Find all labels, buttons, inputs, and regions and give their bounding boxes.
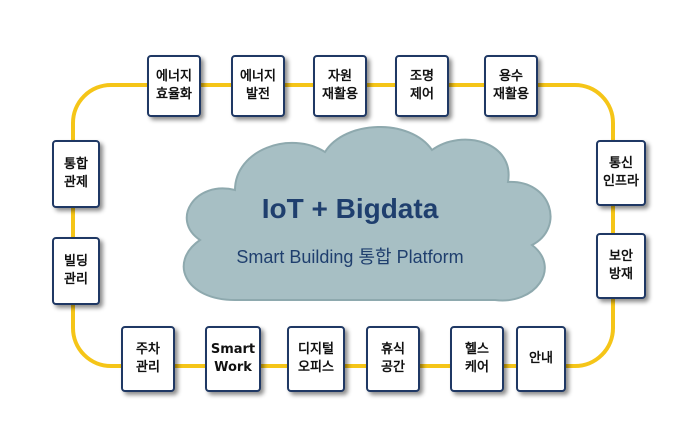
node-label-line2: Work (214, 360, 252, 375)
node-label-line2: 관제 (64, 175, 88, 190)
node-rest-space: 휴식 공간 (366, 326, 420, 392)
node-label-line1: 안내 (529, 351, 553, 366)
node-health-care: 헬스 케어 (450, 326, 504, 392)
cloud-title: IoT + Bigdata (261, 193, 439, 224)
node-label-line1: 헬스 (465, 342, 489, 357)
node-label-line1: 에너지 (156, 69, 192, 84)
node-label-line1: 통합 (64, 157, 88, 172)
node-lighting-control: 조명 제어 (395, 55, 449, 117)
node-label-line1: 빌딩 (64, 254, 88, 269)
node-parking-management: 주차 관리 (121, 326, 175, 392)
node-label-line2: 관리 (136, 360, 160, 375)
node-label-line2: 관리 (64, 272, 88, 287)
node-label-line2: 인프라 (603, 174, 639, 189)
node-label-line1: 자원 (328, 69, 352, 84)
node-resource-recycling: 자원 재활용 (313, 55, 367, 117)
node-water-recycling: 용수 재활용 (484, 55, 538, 117)
node-building-management: 빌딩 관리 (52, 237, 100, 305)
node-label-line2: 공간 (381, 360, 405, 375)
node-energy-efficiency: 에너지 효율화 (147, 55, 201, 117)
node-label-line1: 휴식 (381, 342, 405, 357)
node-label-line1: 보안 (609, 249, 633, 264)
node-label-line1: 에너지 (240, 69, 276, 84)
node-label-line1: 디지털 (298, 342, 334, 357)
node-label-line2: 효율화 (156, 87, 192, 102)
node-energy-generation: 에너지 발전 (231, 55, 285, 117)
node-label-line2: 제어 (410, 87, 434, 102)
node-label-line2: 재활용 (322, 87, 358, 102)
node-label-line1: 조명 (410, 69, 434, 84)
node-label-line2: 오피스 (298, 360, 334, 375)
node-label-line1: Smart (210, 342, 256, 357)
node-smart-work: Smart Work (205, 326, 261, 392)
node-label-line1: 통신 (609, 156, 633, 171)
node-integrated-control: 통합 관제 (52, 140, 100, 208)
node-label-line2: 케어 (465, 360, 489, 375)
node-label-line2: 방재 (609, 267, 633, 282)
node-label-line1: 용수 (499, 69, 523, 84)
node-guidance: 안내 (516, 326, 566, 392)
node-digital-office: 디지털 오피스 (287, 326, 345, 392)
node-label-line2: 발전 (246, 87, 270, 102)
node-security-disaster: 보안 방재 (596, 233, 646, 299)
node-label-line2: 재활용 (493, 87, 529, 102)
cloud-subtitle: Smart Building 통합 Platform (236, 247, 464, 267)
node-label-line1: 주차 (136, 342, 160, 357)
node-communication-infra: 통신 인프라 (596, 140, 646, 206)
